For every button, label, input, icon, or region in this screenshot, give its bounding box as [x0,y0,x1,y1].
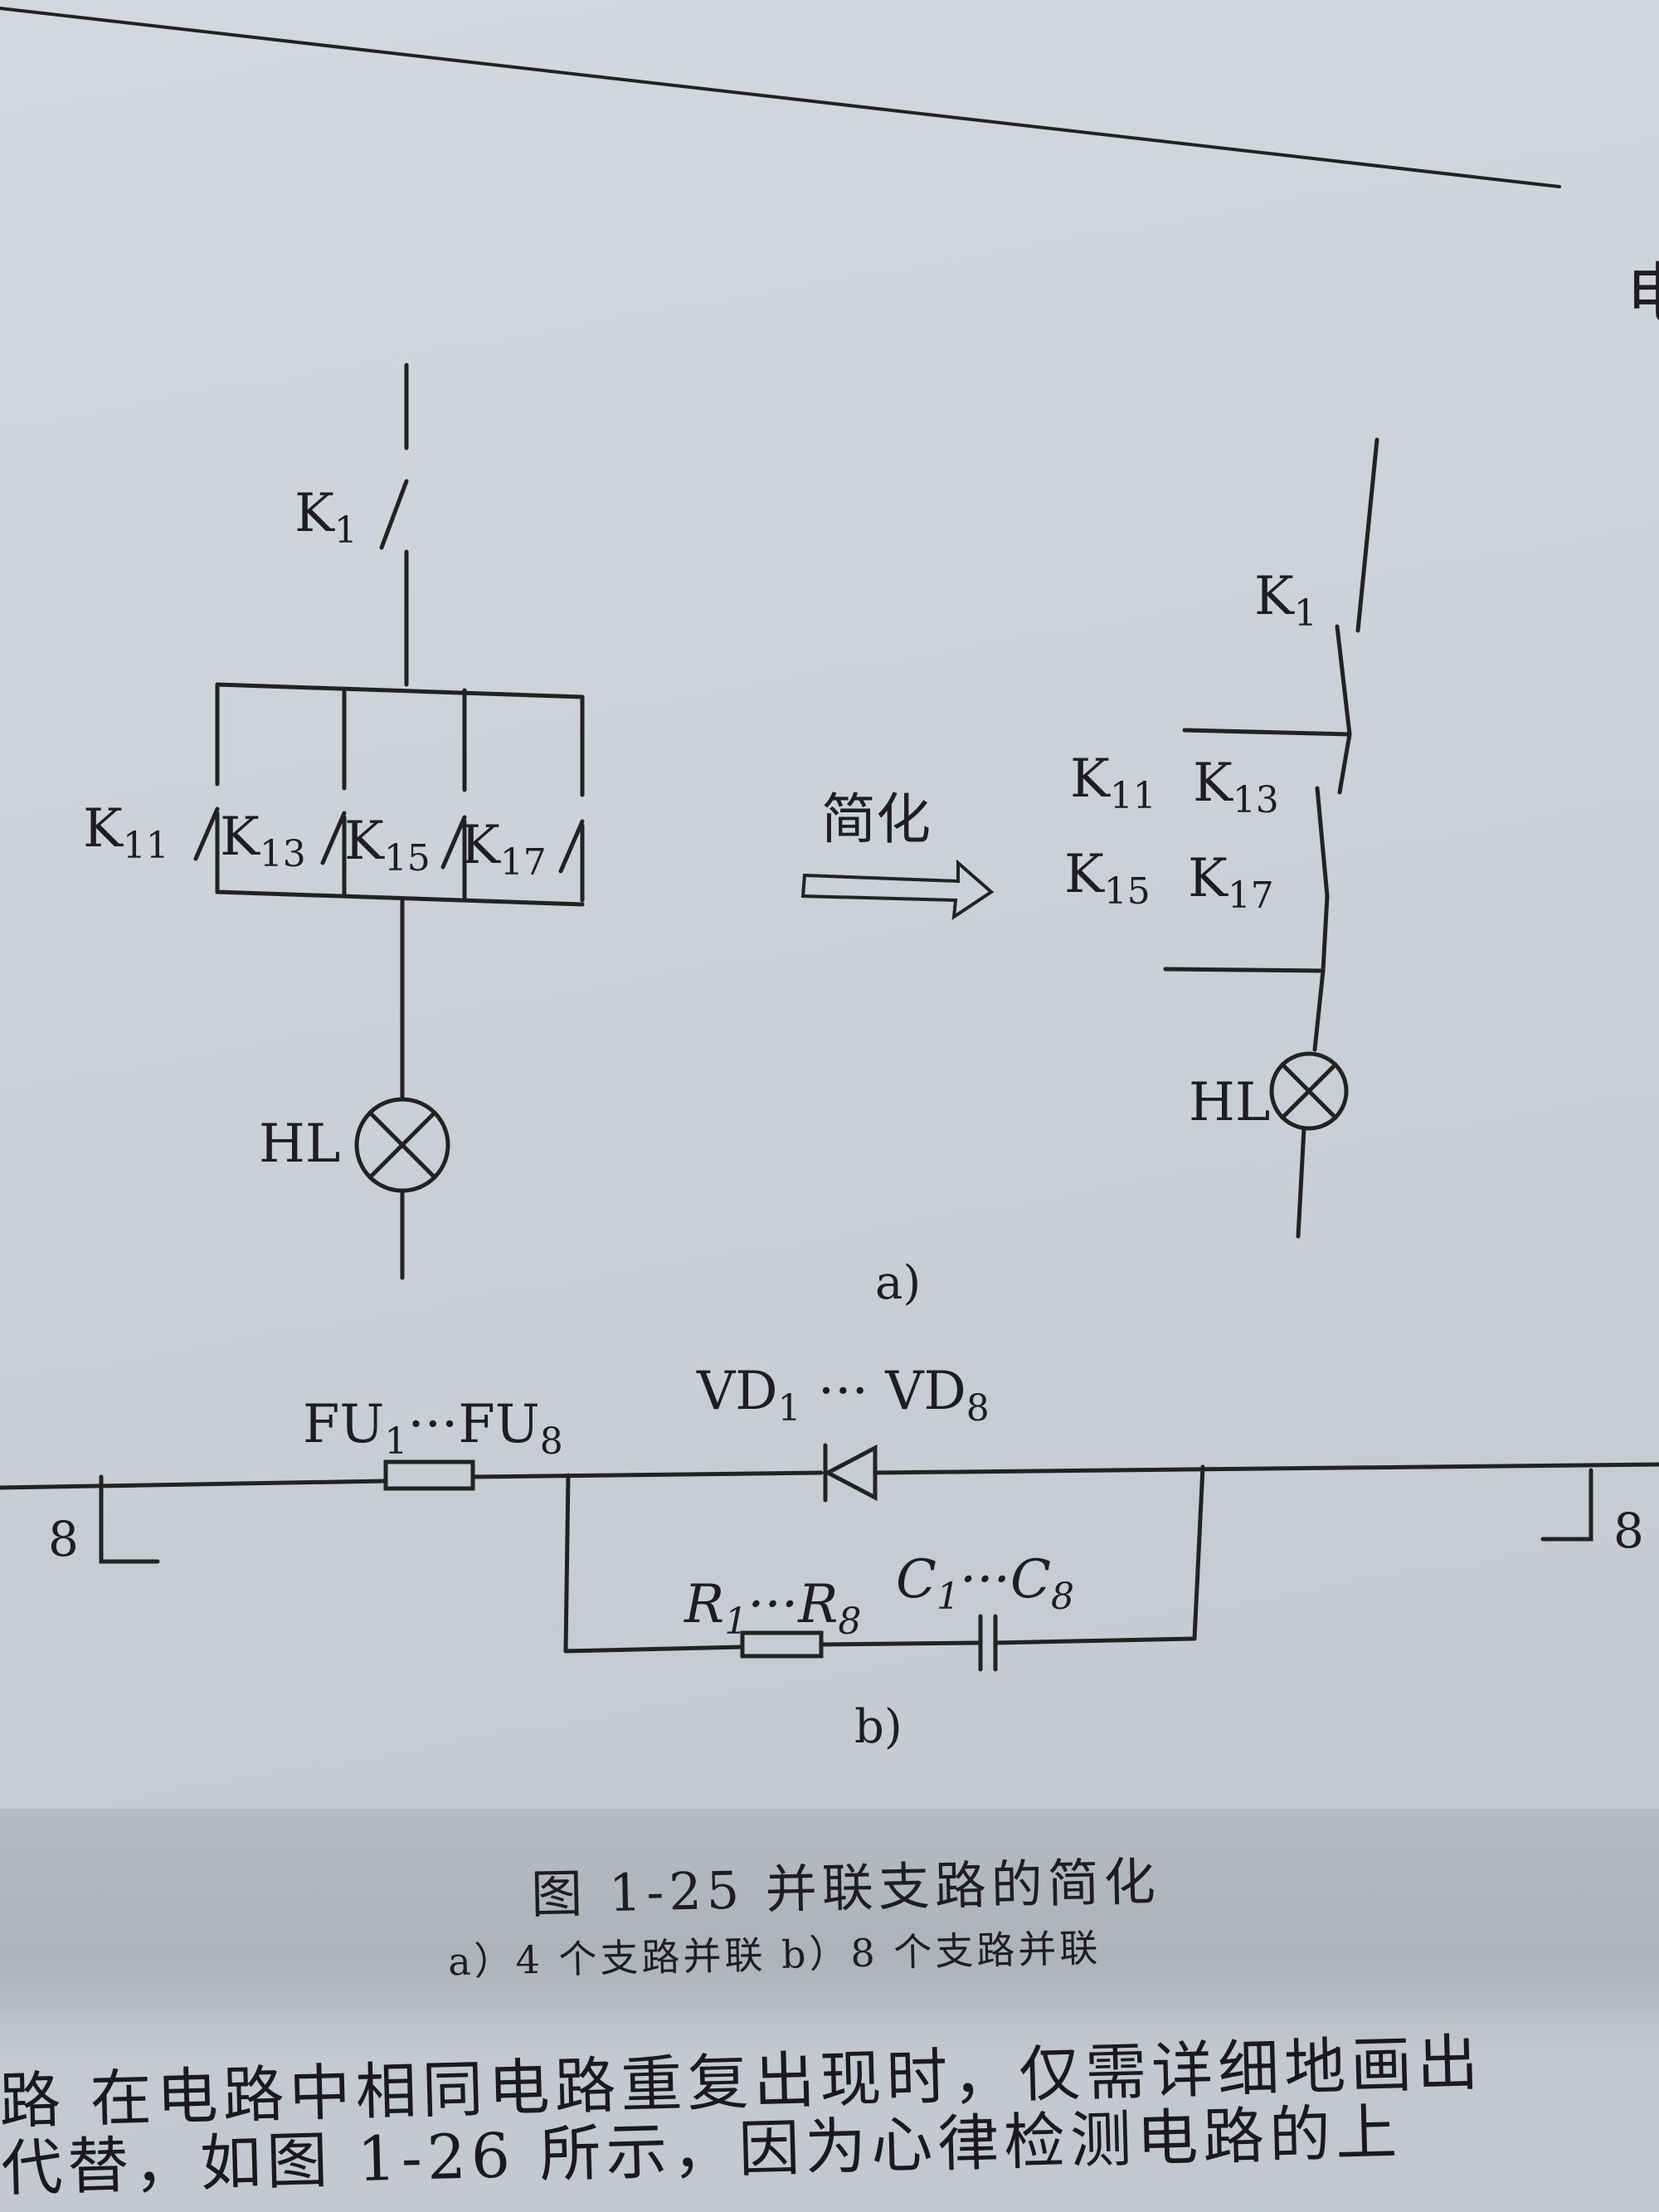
b-left-vertical [563,1473,571,1654]
b-bottom-right-wire [993,1636,1197,1645]
diode-triangle-icon [823,1444,878,1502]
right-hl-label: HL [1189,1072,1270,1133]
fuse-label: FU1···FU8 [303,1394,563,1463]
b-right-vertical [1192,1464,1205,1641]
right-top-bus [1182,728,1352,737]
hl-lamp-cross-2 [367,1110,437,1180]
b-left-main-wire [0,1479,388,1490]
k1-switch-blade [379,479,409,550]
right-k1-label: K1 [1254,566,1317,635]
k13-label: K13 [220,806,306,875]
left-count-label: 8 [48,1511,79,1567]
right-supply-wire [1355,437,1379,633]
k13-switch-blade [320,811,347,865]
right-lamp-input-wire [1312,968,1326,1052]
right-switch-down-wire [1321,894,1330,973]
figure-caption-title: 图 1-25 并联支路的简化 [530,1851,1161,1925]
resistor-label: R1···R8 [684,1574,861,1643]
b-mid-main-wire [470,1470,824,1479]
k11-label: K11 [83,798,169,867]
right-hl-lamp-cross-2 [1280,1062,1338,1120]
k17-switch-blade [558,819,585,874]
simplify-arrow-icon [800,859,995,921]
k1-label: K1 [294,483,358,552]
k11-switch-blade [193,806,220,861]
caption-b: b) [854,1700,902,1754]
diode-label: VD1 ··· VD8 [696,1361,990,1430]
right-k15-label: K15 [1064,844,1151,913]
right-k1-switch-blade [1335,624,1352,737]
b-bottom-left-wire [563,1644,745,1654]
caption-shadow [0,1809,1659,2058]
top-bus [215,682,585,699]
capacitor-label: C1···C8 [896,1549,1074,1618]
simplify-label: 简化 [821,787,931,851]
left-bus-bracket [99,1474,160,1564]
right-lamp-output-wire [1296,1126,1306,1239]
right-k11-label: K11 [1070,748,1156,817]
page-rule-line [0,7,1561,188]
right-k17-label: K17 [1188,848,1274,917]
right-k13-label: K13 [1193,753,1279,821]
edge-character: 电 [1626,241,1659,337]
k17-label: K17 [460,815,547,884]
right-bus-to-switch [1337,732,1352,795]
k15-label: K15 [344,811,431,879]
resistor-symbol [740,1630,824,1659]
fuse-symbol [383,1459,475,1491]
caption-a: a) [875,1256,921,1310]
right-count-label: 8 [1613,1503,1644,1559]
right-bottom-bus [1163,967,1326,973]
hl-label: HL [259,1113,340,1175]
b-right-main-wire [873,1462,1659,1475]
right-bus-bracket [1540,1468,1593,1542]
k15-switch-blade [440,815,467,870]
bottom-bus [215,889,585,907]
right-combined-switch-blade [1315,786,1330,899]
right-hl-lamp-circle [1269,1051,1349,1131]
b-bottom-mid-wire [819,1640,983,1647]
